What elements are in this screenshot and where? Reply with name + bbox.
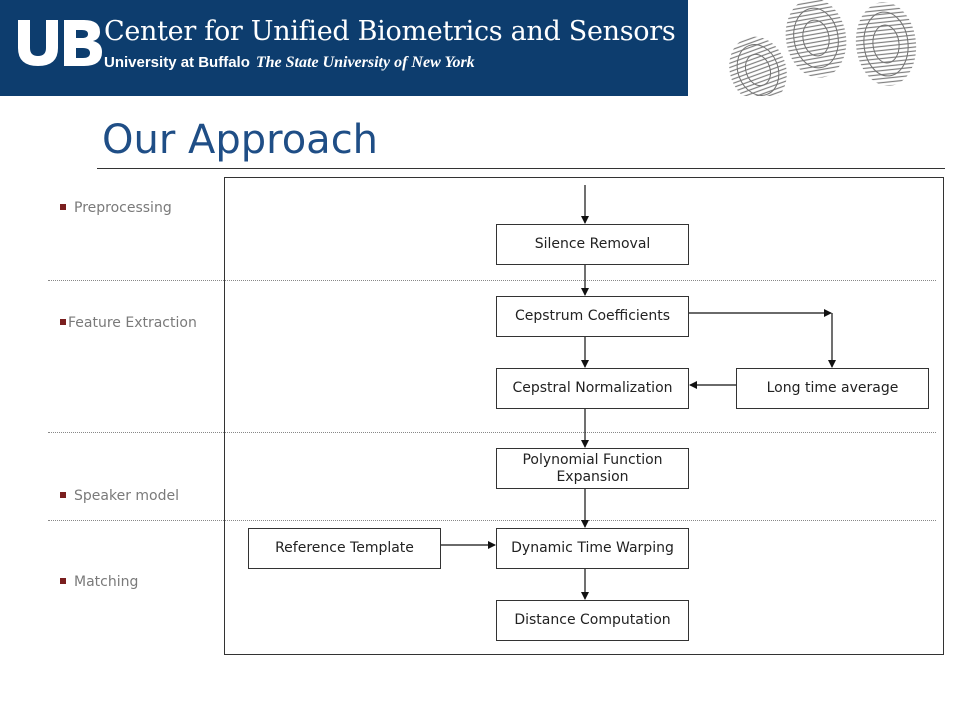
stage-label-matching: Matching — [60, 573, 138, 591]
node-silence-removal: Silence Removal — [496, 224, 689, 265]
diagram-frame — [224, 177, 944, 655]
fingerprint-image — [688, 0, 960, 96]
stage-divider — [48, 520, 936, 521]
node-long-time-average: Long time average — [736, 368, 929, 409]
university-name: University at Buffalo — [104, 54, 250, 71]
stage-label-preprocessing: Preprocessing — [60, 199, 172, 217]
node-reference-template: Reference Template — [248, 528, 441, 569]
bullet-icon — [60, 204, 66, 210]
stage-label-feature-extraction: Feature Extraction — [60, 314, 197, 332]
bullet-icon — [60, 492, 66, 498]
stage-label-speaker-model: Speaker model — [60, 487, 179, 505]
node-cepstrum-coefficients: Cepstrum Coefficients — [496, 296, 689, 337]
node-dynamic-time-warping: Dynamic Time Warping — [496, 528, 689, 569]
node-polynomial-expansion: Polynomial Function Expansion — [496, 448, 689, 489]
center-name: Center for Unified Biometrics and Sensor… — [104, 16, 676, 47]
ub-logo-icon — [18, 20, 102, 66]
node-distance-computation: Distance Computation — [496, 600, 689, 641]
stage-divider — [48, 280, 936, 281]
slide-title: Our Approach — [102, 117, 379, 163]
suny-name: The State University of New York — [255, 54, 475, 71]
node-cepstral-normalization: Cepstral Normalization — [496, 368, 689, 409]
stage-divider — [48, 432, 936, 433]
bullet-icon — [60, 319, 66, 325]
university-line: University at Buffalo The State Universit… — [104, 53, 475, 72]
bullet-icon — [60, 578, 66, 584]
header-banner: Center for Unified Biometrics and Sensor… — [0, 0, 688, 96]
title-rule — [97, 168, 945, 169]
